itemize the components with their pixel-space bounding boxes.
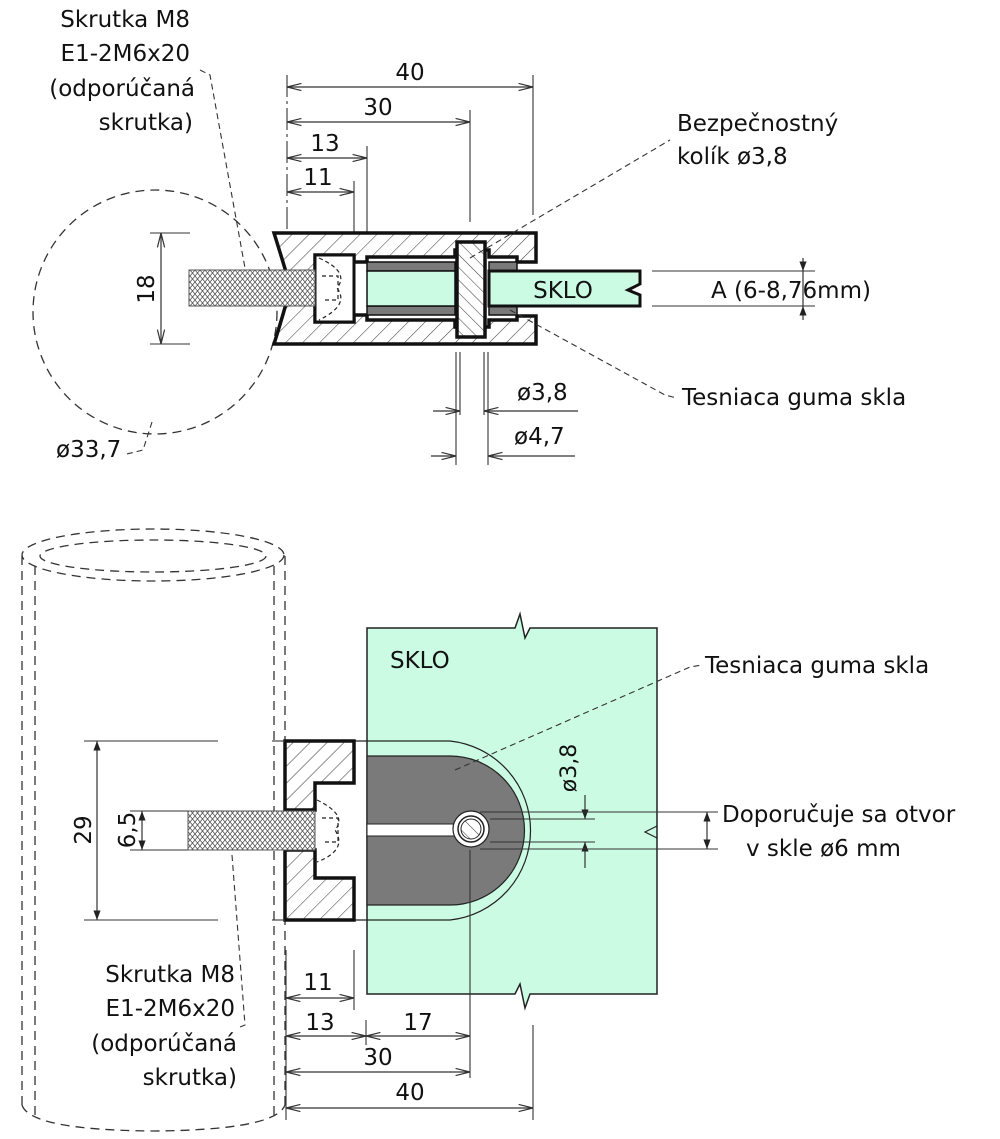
svg-text:E1-2M6x20: E1-2M6x20: [61, 41, 190, 67]
screw-head-front: [316, 799, 340, 863]
dim-65-label: 6,5: [115, 812, 141, 849]
dim-13-label: 13: [310, 131, 339, 157]
glass-section-inner: [366, 270, 456, 307]
dim-11-label: 11: [303, 165, 332, 191]
tube-top-inner: [39, 539, 267, 573]
svg-text:Skrutka M8: Skrutka M8: [105, 962, 235, 988]
rubber-seal: [366, 305, 456, 316]
svg-text:E1-2M6x20: E1-2M6x20: [106, 996, 235, 1022]
pin-label-line1: Bezpečnostný: [677, 111, 838, 137]
safety-pin: [455, 240, 487, 339]
screw-leader-top: [199, 69, 246, 269]
dim-47-label: ø4,7: [514, 424, 565, 450]
pin-label-line2: kolík ø3,8: [677, 144, 788, 170]
seal-outline: [285, 740, 532, 921]
dim-38-front-label: ø3,8: [557, 744, 582, 792]
dim-18-label: 18: [134, 274, 160, 303]
screw-label-front: Skrutka M8 E1-2M6x20 (odporúčaná skrutka…: [91, 962, 237, 1091]
thickness-label: A (6-8,76mm): [711, 278, 871, 304]
screw-head: [318, 257, 342, 321]
pin-leader: [469, 139, 671, 259]
tube-top-outer: [21, 528, 285, 582]
svg-text:(odporúčaná: (odporúčaná: [49, 76, 195, 102]
tube-bottom: [21, 1104, 286, 1132]
screw-socket-front: [322, 817, 339, 843]
dim-11-front-label: 11: [303, 970, 332, 996]
top-view: Skrutka M8 E1-2M6x20 (odporúčaná skrutka…: [32, 7, 906, 465]
dim-40-label: 40: [395, 60, 424, 86]
seal-label-top: Tesniaca guma skla: [681, 385, 906, 411]
tube-leader: [126, 421, 153, 455]
screw-thread: [188, 269, 316, 307]
screw-socket: [322, 275, 339, 301]
tube-outline: [32, 189, 278, 435]
glass-section: [487, 269, 642, 308]
seal-leader-front: [454, 664, 703, 771]
dim-17-front-label: 17: [403, 1010, 432, 1036]
dim-30-label: 30: [363, 95, 392, 121]
screw-head-cavity: [313, 253, 356, 324]
svg-text:skrutka): skrutka): [143, 1065, 237, 1091]
glass-label-top: SKLO: [533, 278, 593, 304]
svg-text:skrutka): skrutka): [99, 110, 193, 136]
hole-label-line1: Doporučuje sa otvor: [722, 802, 956, 828]
svg-text:Skrutka M8: Skrutka M8: [60, 7, 190, 33]
dim-30-front-label: 30: [363, 1045, 392, 1071]
clamp-body-front: [283, 739, 356, 812]
screw-label-top: Skrutka M8 E1-2M6x20 (odporúčaná skrutka…: [49, 7, 195, 136]
dim-38-label: ø3,8: [517, 380, 568, 406]
dim-13-front-label: 13: [305, 1010, 334, 1036]
clamp-body-front: [283, 848, 356, 922]
seal-leader-top: [509, 309, 678, 399]
screw-leader-front: [231, 854, 246, 1028]
break-mark: [643, 825, 658, 839]
dim-40-front-label: 40: [395, 1080, 424, 1106]
rubber-seal: [366, 261, 456, 272]
hole-label-line2: v skle ø6 mm: [746, 836, 901, 862]
tube-diameter-label: ø33,7: [56, 437, 121, 463]
glass-label-front: SKLO: [390, 648, 450, 674]
pin-core: [460, 818, 482, 840]
front-view: SKLO 29 6,5 Tes: [21, 528, 956, 1132]
dim-29-label: 29: [71, 815, 97, 844]
svg-text:(odporúčaná: (odporúčaná: [91, 1031, 237, 1057]
screw-thread-front: [187, 810, 316, 851]
seal-label-front: Tesniaca guma skla: [704, 653, 929, 679]
